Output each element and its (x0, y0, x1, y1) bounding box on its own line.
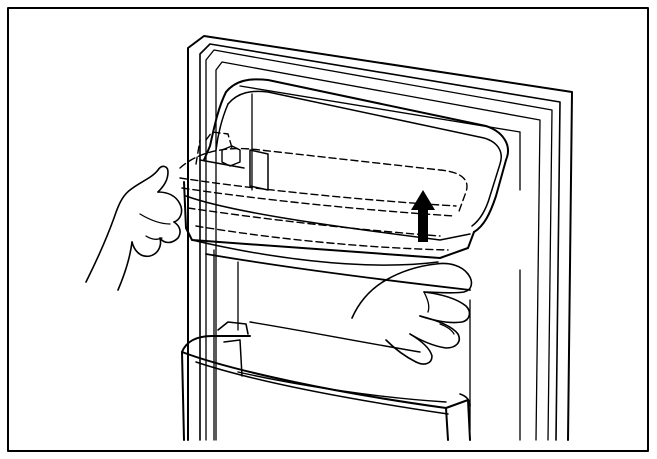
lower-door-bin (181, 321, 471, 441)
lift-direction-arrow (411, 190, 435, 242)
door-frame (187, 35, 573, 441)
upper-door-bin (183, 78, 509, 291)
illustration-frame (7, 7, 649, 452)
left-hand (85, 165, 183, 291)
right-hand (351, 262, 473, 365)
